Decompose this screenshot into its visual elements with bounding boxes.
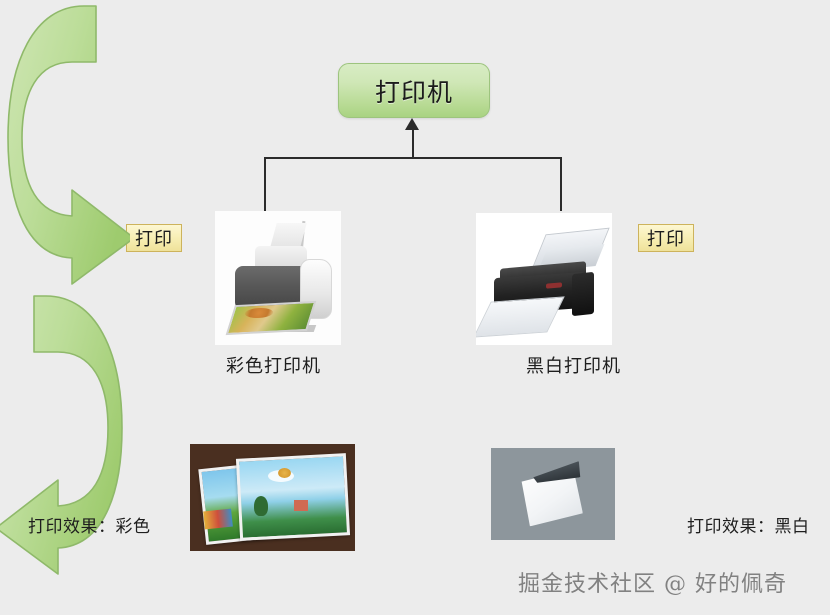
- node-printer-root[interactable]: 打印机: [338, 63, 490, 118]
- connector-vertical-right: [560, 157, 562, 211]
- node-printer-root-label: 打印机: [374, 77, 453, 107]
- bw-printer-output-paper: [476, 296, 565, 338]
- printed-photo-house: [294, 500, 308, 511]
- label-bw-printer: 黑白打印机: [526, 356, 621, 377]
- image-bw-output: [491, 448, 615, 540]
- badge-print-right[interactable]: 打印: [638, 224, 694, 252]
- bw-printer-side-panel: [572, 271, 594, 317]
- connector-vertical-left: [264, 157, 266, 211]
- watermark: 掘金技术社区 @ 好的佩奇: [518, 572, 787, 597]
- image-color-output: [190, 444, 355, 551]
- arrow-print-bw: [0, 290, 130, 580]
- arrow-print-color-icon: [7, 5, 130, 285]
- badge-print-right-label: 打印: [647, 229, 685, 250]
- image-bw-printer: [476, 213, 612, 345]
- connector-horizontal-bus: [264, 157, 562, 159]
- arrow-print-color: [0, 0, 130, 290]
- printed-photo-tree: [254, 496, 268, 516]
- badge-print-left-label: 打印: [135, 229, 173, 250]
- connector-vertical-root: [412, 128, 414, 159]
- label-print-effect-bw: 打印效果：黑白: [687, 517, 810, 537]
- label-print-effect-color: 打印效果：彩色: [28, 517, 151, 537]
- arrow-print-bw-icon: [0, 295, 123, 575]
- connector-arrowhead-icon: [405, 118, 419, 130]
- image-color-printer: [215, 211, 341, 345]
- label-color-printer: 彩色打印机: [226, 356, 321, 377]
- printer-output-photo: [225, 300, 317, 336]
- printed-photo-front: [235, 453, 351, 541]
- badge-print-left[interactable]: 打印: [126, 224, 182, 252]
- printed-photo-edge: [203, 508, 233, 530]
- printed-photo-sun: [278, 468, 291, 478]
